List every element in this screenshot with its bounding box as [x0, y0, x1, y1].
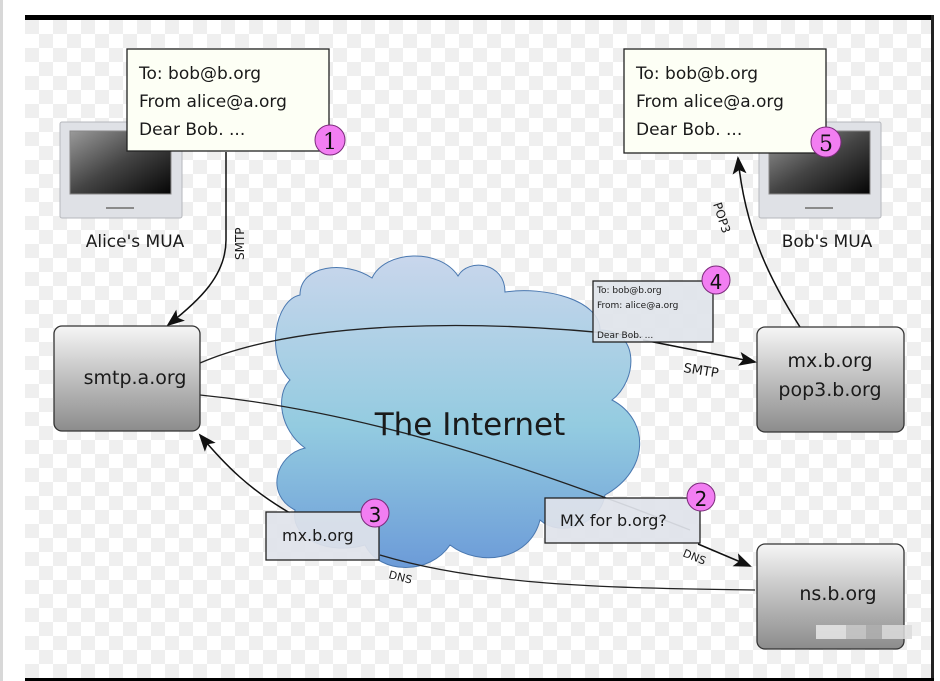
server-smtp-a-label: smtp.a.org — [84, 367, 187, 389]
answer-arrow-to-smtp — [198, 433, 291, 514]
server-mx-b: mx.b.org pop3.b.org — [756, 326, 905, 433]
bob-mua-label: Bob's MUA — [782, 232, 873, 252]
note-5-body: Dear Bob. ... — [636, 120, 742, 140]
svg-text:4: 4 — [710, 270, 723, 294]
smtp-arrow-alice-to-server — [166, 152, 227, 327]
dns-query-note: MX for b.org? — [544, 497, 701, 544]
note-5-from: From alice@a.org — [636, 92, 784, 112]
svg-text:5: 5 — [819, 132, 833, 157]
protocol-label-smtp-1: SMTP — [233, 227, 247, 260]
server-ns-b: ns.b.org — [756, 543, 905, 650]
smtp-route-line-top — [199, 324, 644, 364]
message-note-5: To: bob@b.org From alice@a.org Dear Bob.… — [623, 48, 827, 154]
step-badge-4: 4 — [701, 265, 731, 295]
dns-answer-label: mx.b.org — [282, 526, 354, 545]
protocol-label-dns-2: DNS — [387, 568, 413, 586]
protocol-label-smtp-2: SMTP — [682, 361, 719, 381]
server-mx-b-label-1: mx.b.org — [787, 350, 872, 372]
right-border — [931, 15, 934, 681]
smtp-arrow-to-mx — [642, 339, 757, 366]
svg-text:1: 1 — [323, 130, 337, 155]
dns-query-label: MX for b.org? — [560, 511, 667, 530]
svg-text:3: 3 — [369, 503, 382, 527]
note-4-body: Dear Bob. ... — [597, 331, 653, 341]
top-border — [25, 15, 934, 20]
svg-text:2: 2 — [695, 487, 708, 511]
server-ns-b-label: ns.b.org — [799, 583, 876, 605]
note-1-from: From alice@a.org — [139, 92, 287, 112]
dns-route-line-answer — [379, 554, 756, 591]
watermark-blur — [816, 625, 912, 639]
note-4-to: To: bob@b.org — [596, 286, 662, 296]
step-badge-5: 5 — [810, 126, 842, 158]
dns-answer-note: mx.b.org — [265, 511, 380, 561]
alice-mua-label: Alice's MUA — [86, 232, 185, 252]
step-badge-1: 1 — [314, 124, 346, 156]
step-badge-2: 2 — [686, 482, 716, 512]
note-1-to: To: bob@b.org — [138, 64, 261, 84]
note-1-body: Dear Bob. ... — [139, 120, 245, 140]
message-note-1: To: bob@b.org From alice@a.org Dear Bob.… — [126, 48, 330, 152]
note-5-to: To: bob@b.org — [635, 64, 758, 84]
server-mx-b-label-2: pop3.b.org — [778, 379, 881, 401]
internet-title: The Internet — [374, 407, 566, 443]
step-badge-3: 3 — [360, 498, 390, 528]
server-smtp-a: smtp.a.org — [53, 325, 201, 432]
pop3-arrow-to-bob — [732, 156, 801, 328]
dns-arrow-to-ns — [697, 543, 752, 567]
bottom-border — [25, 678, 934, 681]
page-edge — [0, 0, 3, 681]
message-note-4: To: bob@b.org From: alice@a.org Dear Bob… — [592, 280, 714, 343]
note-4-from: From: alice@a.org — [597, 301, 678, 311]
